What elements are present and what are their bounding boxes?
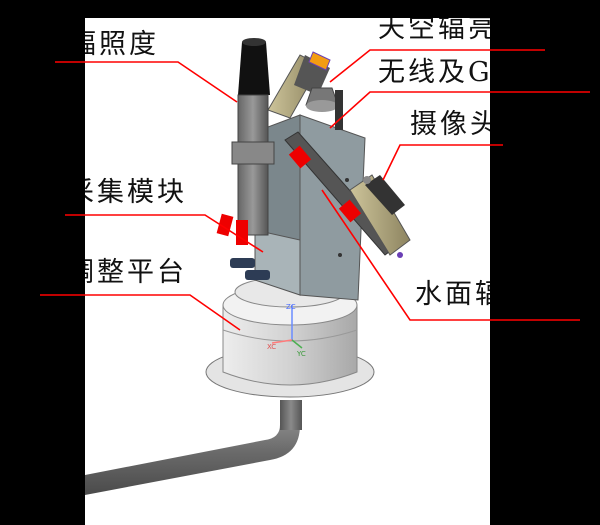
label-acquisition-module: 采集模块 (85, 177, 187, 208)
label-camera: 摄像头 (410, 109, 490, 140)
cable-connectors (230, 258, 270, 280)
support-pipe (85, 400, 302, 495)
diagram-canvas: ZC XC YC 辐照度 天空辐亮 无线及G 摄像头 采集模块 调整平台 水面辐 (85, 18, 490, 525)
sky-radiance-sensor (267, 51, 331, 119)
label-sky-radiance: 天空辐亮 (378, 18, 490, 44)
axis-label-z: ZC (286, 303, 296, 311)
label-irradiance: 辐照度 (85, 29, 159, 60)
axis-label-x: XC (267, 343, 277, 351)
axis-label-y: YC (297, 350, 306, 358)
axis-triad (271, 305, 303, 349)
irradiance-sensor (216, 38, 275, 245)
label-water-radiance: 水面辐 (415, 279, 490, 310)
label-wireless-gps: 无线及G (378, 57, 490, 88)
label-adjustment-platform: 调整平台 (85, 257, 187, 288)
